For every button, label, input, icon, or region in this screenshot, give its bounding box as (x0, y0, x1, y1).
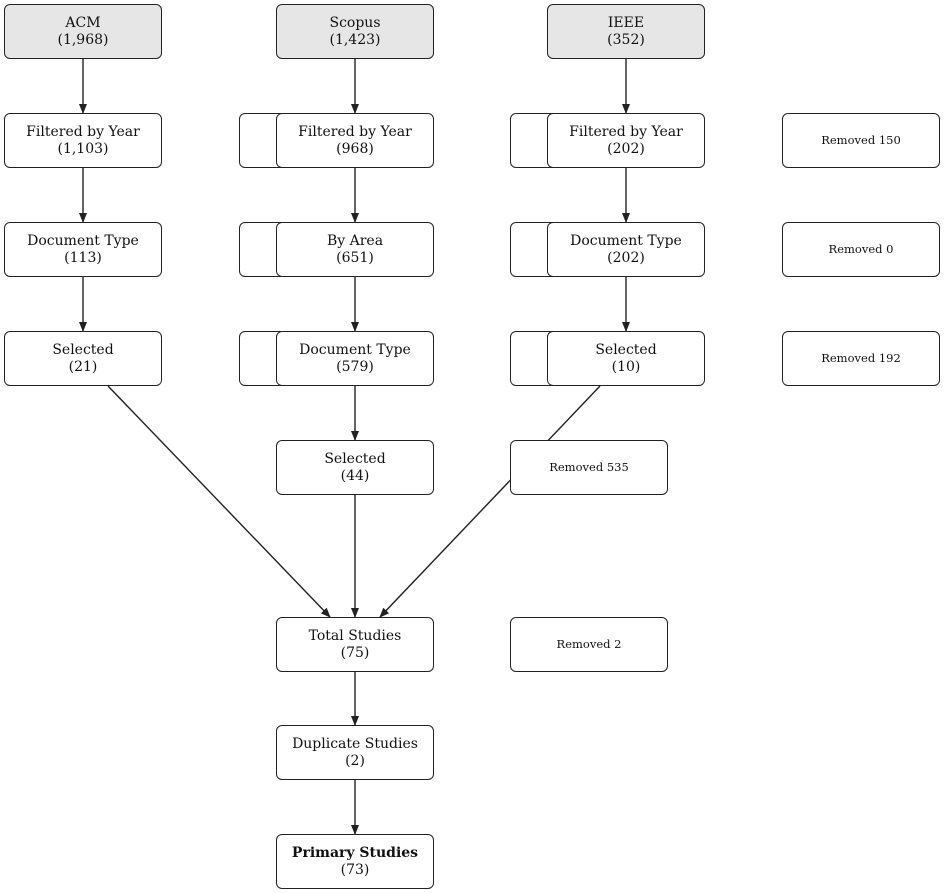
removed-label: Removed 2 (556, 637, 622, 651)
ieee-selected: Selected (10) (547, 331, 705, 386)
node-count: (75) (340, 644, 370, 661)
arrow-acm-selected-to-total (107, 385, 331, 618)
node-count: (21) (68, 358, 98, 375)
acm-selected: Selected (21) (4, 331, 162, 386)
node-label: Document Type (570, 232, 682, 249)
scopus-selected: Selected (44) (276, 440, 434, 495)
removed-0: Removed 0 (782, 222, 940, 277)
node-label: ACM (65, 14, 101, 31)
node-label: Filtered by Year (569, 123, 683, 140)
node-count: (10) (611, 358, 641, 375)
node-label: Selected (52, 341, 114, 358)
node-count: (651) (336, 249, 374, 266)
removed-label: Removed 0 (828, 242, 894, 256)
scopus-by-area: By Area (651) (276, 222, 434, 277)
node-count: (113) (64, 249, 102, 266)
node-count: (73) (340, 861, 370, 878)
removed-label: Removed 150 (821, 133, 901, 147)
node-label: By Area (326, 232, 384, 249)
arrow-ieee-selected-to-total (379, 385, 601, 618)
node-count: (1,968) (57, 31, 109, 48)
node-count: (352) (607, 31, 645, 48)
primary-studies: Primary Studies (73) (276, 834, 434, 889)
node-label: Selected (595, 341, 657, 358)
source-ieee: IEEE (352) (547, 4, 705, 59)
node-count: (2) (345, 752, 365, 769)
node-count: (202) (607, 140, 645, 157)
node-label: Primary Studies (291, 844, 419, 861)
scopus-document-type: Document Type (579) (276, 331, 434, 386)
ieee-document-type: Document Type (202) (547, 222, 705, 277)
removed-192: Removed 192 (782, 331, 940, 386)
removed-label: Removed 535 (549, 460, 629, 474)
removed-2: Removed 2 (510, 617, 668, 672)
node-label: Scopus (329, 14, 381, 31)
node-count: (1,423) (329, 31, 381, 48)
node-label: Selected (324, 450, 386, 467)
removed-150: Removed 150 (782, 113, 940, 168)
source-scopus: Scopus (1,423) (276, 4, 434, 59)
node-label: Duplicate Studies (292, 735, 418, 752)
total-studies: Total Studies (75) (276, 617, 434, 672)
node-label: Filtered by Year (26, 123, 140, 140)
scopus-filtered-by-year: Filtered by Year (968) (276, 113, 434, 168)
duplicate-studies: Duplicate Studies (2) (276, 725, 434, 780)
node-label: Total Studies (308, 627, 402, 644)
ieee-filtered-by-year: Filtered by Year (202) (547, 113, 705, 168)
acm-filtered-by-year: Filtered by Year (1,103) (4, 113, 162, 168)
node-label: Filtered by Year (298, 123, 412, 140)
node-count: (579) (336, 358, 374, 375)
removed-535: Removed 535 (510, 440, 668, 495)
node-count: (44) (340, 467, 370, 484)
node-label: Document Type (27, 232, 139, 249)
removed-label: Removed 192 (821, 351, 901, 365)
source-acm: ACM (1,968) (4, 4, 162, 59)
node-count: (202) (607, 249, 645, 266)
node-label: IEEE (607, 14, 645, 31)
node-count: (968) (336, 140, 374, 157)
acm-document-type: Document Type (113) (4, 222, 162, 277)
node-label: Document Type (299, 341, 411, 358)
node-count: (1,103) (57, 140, 109, 157)
